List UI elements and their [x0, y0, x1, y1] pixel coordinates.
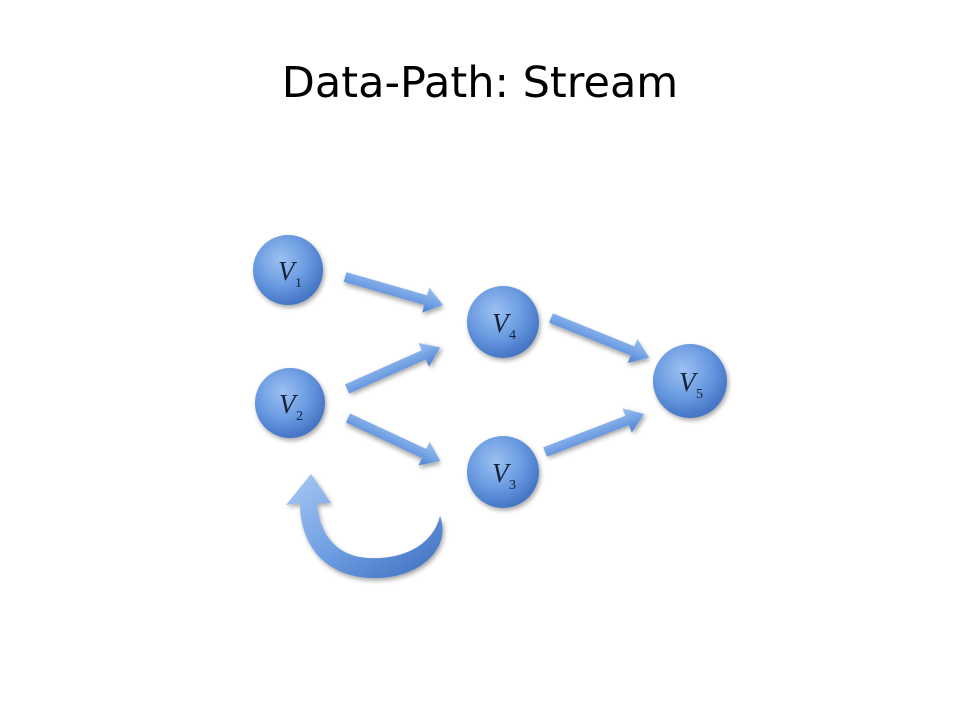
edge-v4-v5-arrow	[549, 313, 650, 364]
node-v1: V 1	[253, 235, 323, 305]
edge-v1-v4-arrow	[343, 272, 444, 313]
node-v2-letter: V	[279, 389, 299, 419]
node-v3-subscript: 3	[509, 478, 516, 493]
edge-v3-v2-curved-arrow	[286, 474, 443, 579]
node-v3-letter: V	[492, 458, 512, 488]
edge-v2-v3-arrow	[345, 413, 441, 466]
node-v5: V 5	[653, 344, 727, 418]
node-v1-letter: V	[278, 256, 298, 286]
edge-v2-v4-arrow	[344, 342, 441, 394]
edge-v3-v5-arrow	[543, 408, 644, 457]
node-v2: V 2	[255, 368, 325, 438]
node-v5-subscript: 5	[696, 387, 703, 402]
node-v1-subscript: 1	[295, 276, 302, 291]
node-v2-subscript: 2	[296, 409, 303, 424]
node-v4-letter: V	[492, 308, 512, 338]
node-v3: V 3	[467, 436, 539, 508]
slide-title: Data-Path: Stream	[281, 58, 679, 108]
node-v4: V 4	[467, 286, 539, 358]
node-v4-subscript: 4	[509, 328, 516, 343]
node-v5-letter: V	[679, 367, 699, 397]
